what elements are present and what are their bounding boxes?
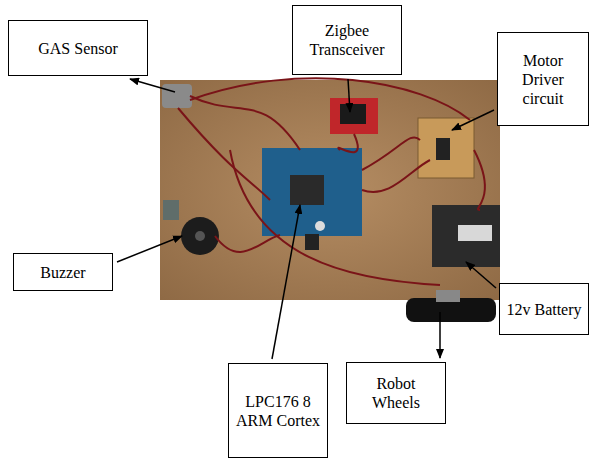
buzzer-hole	[195, 231, 205, 241]
gas-sensor	[162, 84, 192, 108]
arm-chip	[290, 175, 324, 205]
battery	[432, 205, 500, 267]
driver-ic	[436, 138, 450, 160]
callout-box: Zigbee Transceiver	[292, 5, 402, 75]
callout-box: GAS Sensor	[8, 20, 148, 76]
battery-label	[458, 225, 492, 241]
leader-lines	[117, 79, 496, 359]
arm-led	[315, 221, 325, 231]
callout-label: Zigbee Transceiver	[299, 21, 395, 59]
wheel-hub	[436, 290, 460, 302]
callout-box: LPC176 8 ARM Cortex	[228, 363, 328, 458]
callout-label: Buzzer	[40, 263, 85, 282]
buzzer	[181, 217, 219, 255]
zigbee-chip	[340, 104, 366, 124]
callout-box: Robot Wheels	[346, 362, 446, 424]
robot-board	[160, 80, 500, 300]
callout-label: Motor Driver circuit	[504, 51, 582, 108]
arm-board	[262, 148, 362, 236]
callout-label: 12v Battery	[506, 300, 581, 319]
callout-box: Motor Driver circuit	[497, 32, 589, 126]
callout-label: GAS Sensor	[38, 39, 118, 58]
callout-box: Buzzer	[13, 253, 113, 291]
callout-label: Robot Wheels	[353, 374, 439, 412]
callout-label: LPC176 8 ARM Cortex	[235, 392, 321, 430]
power-jack	[305, 234, 319, 250]
wires	[178, 78, 485, 285]
sensor-module	[163, 200, 179, 220]
motor-driver-board	[418, 118, 474, 178]
zigbee-module	[330, 98, 378, 134]
callout-box: 12v Battery	[499, 283, 589, 335]
